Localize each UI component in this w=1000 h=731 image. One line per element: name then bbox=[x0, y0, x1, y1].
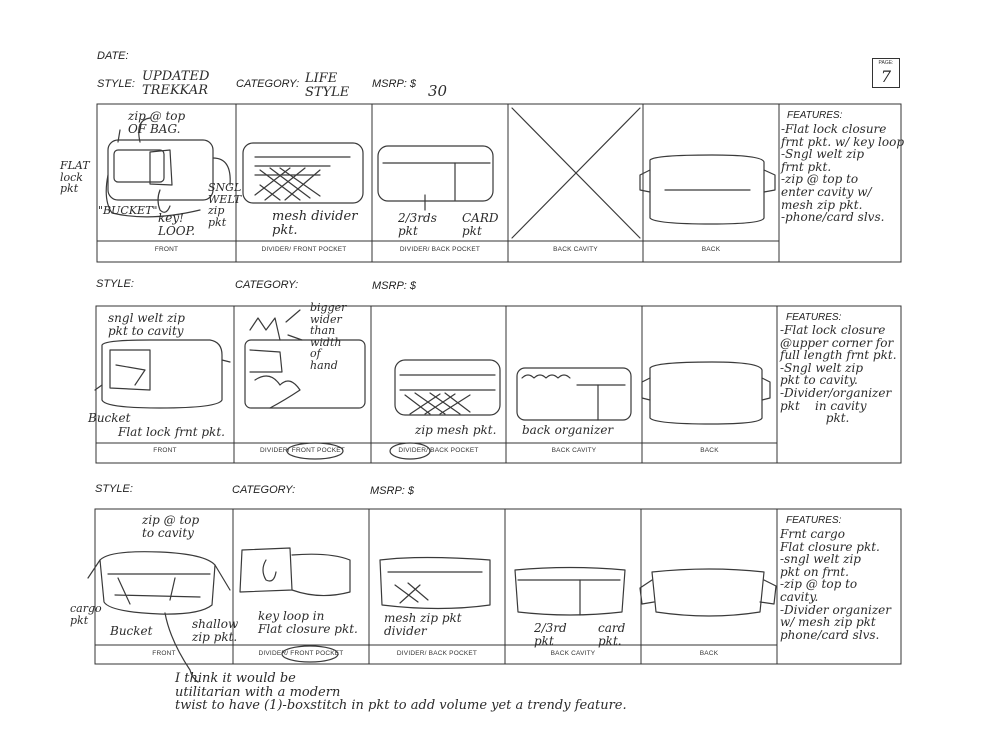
row1-note-mesh-divider: mesh divider pkt. bbox=[272, 209, 358, 238]
note-leader-line bbox=[164, 612, 199, 683]
row2-caption-front: FRONT bbox=[153, 447, 177, 454]
caption-circle-r3 bbox=[281, 645, 339, 663]
row1-note-zip-top: zip @ top OF BAG. bbox=[128, 109, 186, 136]
row3-front-sketch bbox=[87, 551, 231, 615]
row3-caption-divider-front: DIVIDER/ FRONT POCKET bbox=[258, 650, 344, 657]
row2-note-bucket: Bucket bbox=[88, 411, 131, 425]
row3-caption-back-cavity: BACK CAVITY bbox=[550, 650, 596, 657]
row3-msrp-label: MSRP: $ bbox=[370, 485, 415, 497]
row2-grid bbox=[95, 305, 902, 464]
row1-note-flat-lock: FLAT lock pkt bbox=[60, 159, 90, 196]
row1-back-sketch bbox=[639, 154, 776, 225]
row3-category-label: CATEGORY: bbox=[232, 484, 296, 496]
row2-front-sketch bbox=[94, 339, 231, 409]
row3-note-two-thirds: 2/3rd pkt bbox=[534, 621, 567, 648]
bottom-note: I think it would be utilitarian with a m… bbox=[175, 671, 627, 714]
row3-divider-front-sketch bbox=[239, 547, 351, 597]
row1-style-label: STYLE: bbox=[97, 78, 135, 90]
row1-note-two-thirds: 2/3rds pkt bbox=[398, 211, 437, 238]
row2-caption-back: BACK bbox=[700, 447, 719, 454]
row1-note-sngl-welt: SNGL WELT zip pkt bbox=[208, 181, 242, 229]
page-number: 7 bbox=[880, 67, 892, 86]
row2-divider-front-sketch bbox=[244, 309, 366, 409]
row2-note-zip-mesh: zip mesh pkt. bbox=[415, 423, 497, 437]
row3-note-cargo: cargo pkt bbox=[70, 602, 102, 627]
row1-caption-divider-front: DIVIDER/ FRONT POCKET bbox=[261, 246, 347, 253]
row1-caption-divider-back: DIVIDER/ BACK POCKET bbox=[399, 246, 481, 253]
row1-category-value: LIFE STYLE bbox=[305, 71, 350, 100]
caption-circle-r2a bbox=[286, 442, 344, 460]
row1-back-cavity-cross bbox=[511, 107, 641, 239]
row1-note-card: CARD pkt bbox=[462, 211, 499, 238]
row1-features-label: FEATURES: bbox=[787, 110, 843, 121]
row1-note-bucket: "BUCKET" bbox=[98, 204, 158, 217]
row2-caption-back-cavity: BACK CAVITY bbox=[551, 447, 597, 454]
row2-caption-divider-back: DIVIDER/ BACK POCKET bbox=[398, 447, 479, 454]
row1-caption-front: FRONT bbox=[154, 246, 179, 253]
caption-circle-r2b bbox=[389, 442, 431, 460]
row2-caption-divider-front: DIVIDER/ FRONT POCKET bbox=[260, 447, 345, 454]
row1-caption-back-cavity: BACK CAVITY bbox=[553, 246, 598, 253]
row2-category-label: CATEGORY: bbox=[235, 279, 299, 291]
row3-note-zip-top: zip @ top to cavity bbox=[142, 513, 200, 540]
row3-features-text: Frnt cargo Flat closure pkt. -sngl welt … bbox=[780, 527, 891, 642]
row1-divider-front-sketch bbox=[242, 142, 364, 204]
row1-caption-back: BACK bbox=[701, 246, 721, 253]
row3-caption-divider-back: DIVIDER/ BACK POCKET bbox=[396, 650, 478, 657]
row1-style-value: UPDATED TREKKAR bbox=[142, 69, 210, 98]
row1-category-label: CATEGORY: bbox=[236, 78, 300, 90]
row3-caption-back: BACK bbox=[699, 650, 719, 657]
row2-back-sketch bbox=[641, 361, 771, 425]
row1-msrp-value: 30 bbox=[428, 82, 448, 100]
row3-note-shallow: shallow zip pkt. bbox=[192, 617, 239, 644]
row3-note-bucket: Bucket bbox=[110, 624, 153, 638]
row3-divider-back-sketch bbox=[379, 556, 491, 610]
row2-msrp-label: MSRP: $ bbox=[372, 280, 417, 292]
row3-caption-front: FRONT bbox=[152, 650, 176, 657]
page-box: PAGE: 7 bbox=[872, 58, 900, 88]
row1-front-sketch bbox=[105, 117, 231, 218]
page-label: PAGE: bbox=[878, 60, 894, 66]
row2-style-label: STYLE: bbox=[96, 278, 134, 290]
row3-features-label: FEATURES: bbox=[786, 515, 842, 526]
row3-note-card: card pkt. bbox=[598, 621, 626, 648]
row2-note-sngl-welt: sngl welt zip pkt to cavity bbox=[108, 311, 185, 338]
date-label: DATE: bbox=[97, 50, 129, 62]
row2-note-bigger: bigger wider than width of hand bbox=[310, 301, 347, 372]
row2-note-back-organizer: back organizer bbox=[522, 423, 614, 437]
row2-note-flat-lock: Flat lock frnt pkt. bbox=[118, 425, 225, 439]
row2-features-label: FEATURES: bbox=[786, 312, 842, 323]
row1-note-key-loop: key! LOOP. bbox=[158, 211, 196, 238]
row2-divider-back-sketch bbox=[394, 359, 501, 416]
row3-style-label: STYLE: bbox=[95, 483, 133, 495]
row1-grid bbox=[96, 103, 902, 263]
row3-back-cavity-sketch bbox=[514, 566, 626, 616]
row1-divider-back-sketch bbox=[377, 145, 494, 211]
row3-back-sketch bbox=[639, 568, 777, 617]
row1-features-text: -Flat lock closure frnt pkt. w/ key loop… bbox=[781, 122, 905, 225]
row3-grid bbox=[94, 508, 902, 665]
row3-note-key-loop: key loop in Flat closure pkt. bbox=[258, 609, 358, 636]
row1-msrp-label: MSRP: $ bbox=[372, 78, 417, 90]
row2-features-text: -Flat lock closure @upper corner for ful… bbox=[780, 323, 897, 426]
row3-note-mesh-zip: mesh zip pkt divider bbox=[384, 611, 462, 638]
row2-back-cavity-sketch bbox=[516, 367, 632, 421]
